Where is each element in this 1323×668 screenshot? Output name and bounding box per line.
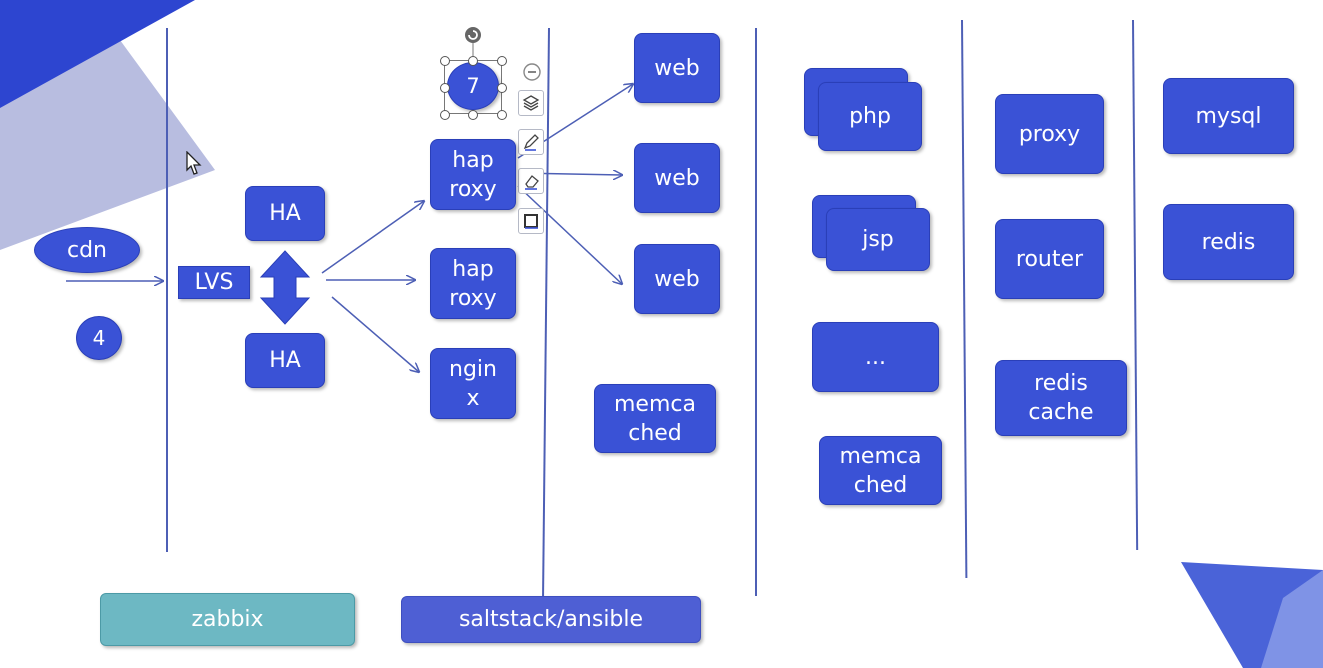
web-node-3[interactable]: web	[634, 244, 720, 314]
router-node[interactable]: router	[995, 219, 1104, 299]
resize-handle[interactable]	[468, 110, 478, 120]
memcached-node-2[interactable]: memca ched	[819, 436, 942, 505]
eraser-icon[interactable]	[518, 168, 544, 194]
corner-decoration-top-left	[0, 0, 215, 250]
web-node-2[interactable]: web	[634, 143, 720, 213]
nginx-node[interactable]: ngin x	[430, 348, 516, 419]
resize-handle[interactable]	[440, 83, 450, 93]
redis-node[interactable]: redis	[1163, 204, 1294, 280]
resize-handle[interactable]	[497, 56, 507, 66]
layers-icon[interactable]	[518, 90, 544, 116]
resize-handle[interactable]	[497, 83, 507, 93]
badge-number-7[interactable]: 7	[447, 62, 499, 110]
lvs-node[interactable]: LVS	[178, 266, 250, 299]
haproxy-node-2[interactable]: hap roxy	[430, 248, 516, 319]
resize-handle[interactable]	[497, 110, 507, 120]
frame-icon[interactable]	[518, 208, 544, 234]
resize-handle[interactable]	[440, 56, 450, 66]
memcached-node-1[interactable]: memca ched	[594, 384, 716, 453]
haproxy-node-1[interactable]: hap roxy	[430, 139, 516, 210]
badge-number-4: 4	[76, 316, 122, 360]
ha-node-bottom[interactable]: HA	[245, 333, 325, 388]
rotate-handle-icon[interactable]	[463, 26, 483, 56]
separator-line	[755, 28, 757, 596]
zabbix-bar[interactable]: zabbix	[100, 593, 355, 646]
jsp-node[interactable]: jsp	[826, 208, 930, 271]
saltstack-ansible-bar[interactable]: saltstack/ansible	[401, 596, 701, 643]
ellipsis-node[interactable]: ...	[812, 322, 939, 392]
pen-icon[interactable]	[518, 129, 544, 155]
mysql-node[interactable]: mysql	[1163, 78, 1294, 154]
separator-line	[166, 28, 168, 552]
cdn-node[interactable]: cdn	[34, 227, 140, 273]
ha-node-top[interactable]: HA	[245, 186, 325, 241]
redis-cache-node[interactable]: redis cache	[995, 360, 1127, 436]
web-node-1[interactable]: web	[634, 33, 720, 103]
resize-handle[interactable]	[468, 56, 478, 66]
resize-handle[interactable]	[440, 110, 450, 120]
mouse-cursor-icon	[186, 151, 202, 175]
proxy-node[interactable]: proxy	[995, 94, 1104, 174]
minus-circle-icon[interactable]	[522, 62, 542, 82]
corner-decoration-bottom-right	[1181, 562, 1323, 668]
php-node[interactable]: php	[818, 82, 922, 151]
